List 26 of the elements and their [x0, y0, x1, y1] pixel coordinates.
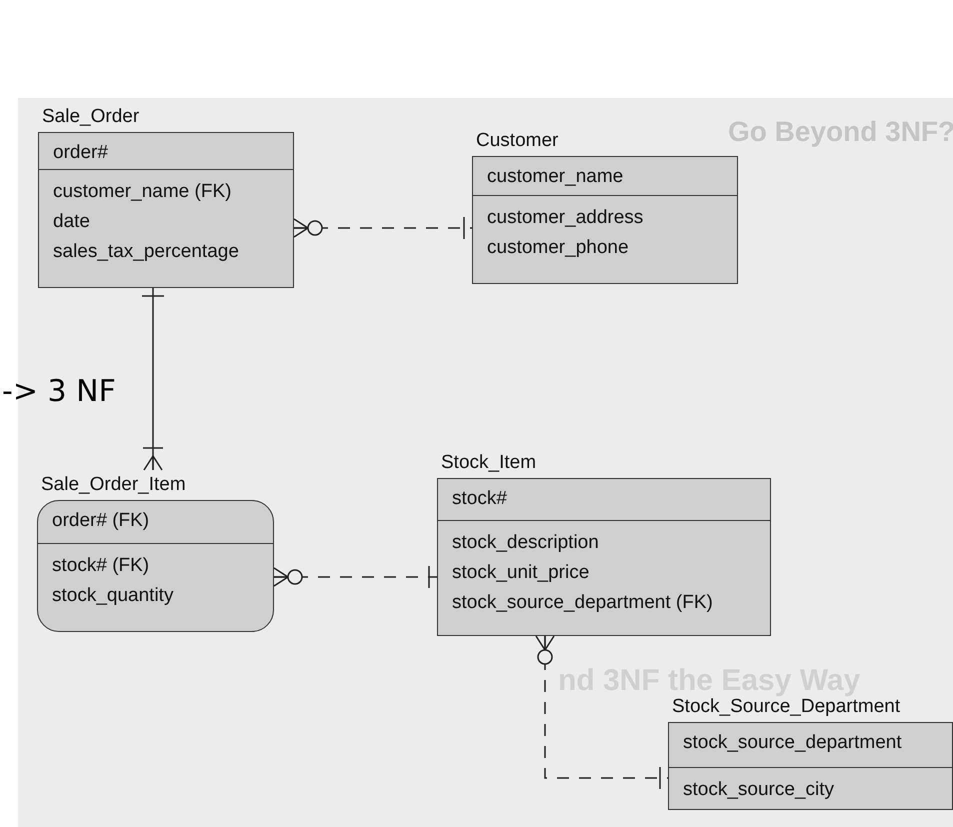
entity-name: Sale_Order_Item	[41, 474, 186, 496]
entity-name: Stock_Item	[441, 452, 536, 474]
key-attribute: order# (FK)	[52, 509, 150, 533]
entity-name: Customer	[476, 130, 558, 152]
attribute: stock_description	[452, 531, 600, 555]
attribute: stock_unit_price	[452, 561, 590, 585]
key-attribute: order#	[53, 141, 109, 165]
attribute: customer_address	[487, 206, 644, 230]
attribute: customer_phone	[487, 236, 630, 260]
attribute: stock_quantity	[52, 584, 174, 608]
key-attribute: customer_name	[487, 165, 624, 189]
key-attribute: stock#	[452, 487, 508, 511]
entity-name: Sale_Order	[42, 106, 140, 128]
attribute: stock_source_department (FK)	[452, 591, 714, 615]
relationship-line	[293, 216, 472, 240]
attribute: stock_source_city	[683, 778, 836, 802]
relationship-line	[535, 635, 668, 790]
relationship-line	[141, 288, 165, 471]
entity-name: Stock_Source_Department	[672, 696, 900, 718]
key-attribute: stock_source_department	[683, 731, 903, 755]
attribute: sales_tax_percentage	[53, 240, 240, 264]
attribute: date	[53, 210, 91, 234]
attribute: stock# (FK)	[52, 554, 150, 578]
annotation: -> 3 NF	[2, 374, 116, 409]
attribute: customer_name (FK)	[53, 180, 232, 204]
relationship-line	[273, 565, 437, 589]
